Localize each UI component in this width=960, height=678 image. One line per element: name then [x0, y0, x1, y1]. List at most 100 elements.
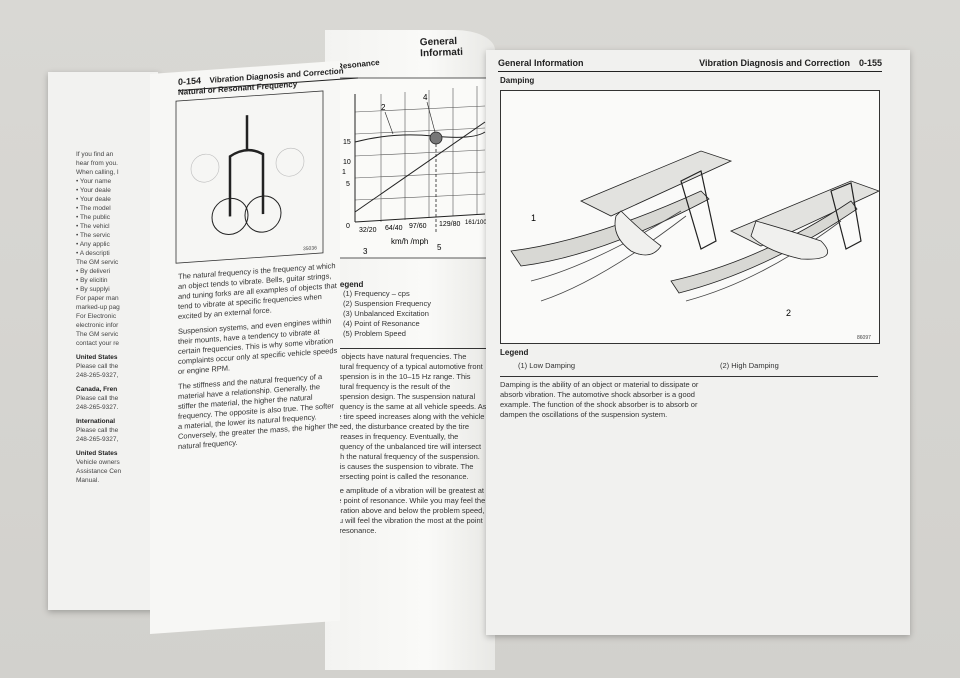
- back-page-line: • Your deale: [76, 187, 111, 194]
- back-page-section-title: United States: [76, 450, 118, 457]
- low-damping-clamp: [680, 170, 717, 250]
- back-page-line: electronic infor: [76, 322, 119, 329]
- left-page-number: 0-154: [178, 75, 202, 88]
- back-page-line: 248-265-9327,: [76, 436, 119, 443]
- back-page-line: • By deliveri: [76, 268, 111, 275]
- back-page-line: • Your deale: [76, 196, 111, 203]
- right-legend: Legend (1) Low Damping (2) High Damping: [500, 348, 878, 375]
- back-page-line: • The servic: [76, 232, 110, 239]
- low-damping-hand: [614, 210, 662, 256]
- xtick-label-0: 32/20: [359, 227, 377, 234]
- right-page: General Information Vibration Diagnosis …: [486, 50, 910, 635]
- back-page-line: If you find an: [76, 151, 114, 158]
- damping-callout-2: 2: [786, 308, 791, 318]
- callout-4: 4: [423, 93, 428, 102]
- back-page-line: Assistance Cen: [76, 468, 122, 475]
- grid-h-4: [354, 171, 486, 179]
- left-page: 0-154 Vibration Diagnosis and Correction…: [150, 59, 358, 634]
- damping-figure-id: 86097: [857, 335, 871, 341]
- back-page-section-title: International: [76, 418, 116, 425]
- callout-line-4: [426, 101, 436, 133]
- x-axis: [354, 213, 486, 223]
- curl-legend: Legend (1) Frequency – cps(2) Suspension…: [335, 280, 485, 339]
- high-damping-clamp: [830, 182, 862, 250]
- low-damping-ruler: [510, 190, 710, 267]
- callout-line-2: [384, 111, 394, 135]
- right-header-left: General Information: [498, 58, 584, 68]
- back-page-line: • The model: [76, 205, 111, 212]
- high-damping-ruler: [670, 200, 858, 294]
- back-page-line: • A descripti: [76, 250, 110, 257]
- curl-legend-title: Legend: [335, 280, 364, 289]
- tuning-fork: [228, 115, 265, 217]
- grid-h-5: [354, 193, 486, 201]
- callout-5: 5: [437, 243, 442, 252]
- right-page-number: 0-155: [858, 58, 882, 68]
- xtick-label-1: 64/40: [385, 225, 403, 232]
- ytick-label-1: 10: [343, 159, 351, 166]
- tuning-fork-figure-id: 35036: [303, 245, 317, 252]
- back-page-section-title: Canada, Fren: [76, 386, 118, 393]
- back-page-line: The GM servic: [76, 259, 119, 266]
- back-page-line: The GM servic: [76, 331, 119, 338]
- back-page-line: Please call the: [76, 427, 119, 434]
- ytick-label-2: 5: [346, 181, 350, 188]
- left-paragraph-1: The natural frequency is the frequency a…: [178, 261, 337, 322]
- unbalanced-excitation-line: [354, 121, 486, 213]
- grid-h-2: [354, 127, 486, 135]
- callout-2: 2: [381, 103, 386, 112]
- tuning-fork-figure: 35036: [175, 90, 324, 264]
- damping-figure: 1 2 86097: [500, 90, 881, 344]
- curl-legend-item: (5) Problem Speed: [343, 329, 406, 338]
- back-page-line: • By supplyi: [76, 286, 110, 293]
- callout-1: 1: [342, 169, 346, 176]
- left-paragraph-2: Suspension systems, and even engines wit…: [178, 316, 338, 377]
- xtick-label-2: 97/60: [409, 223, 427, 230]
- curl-legend-item: (2) Suspension Frequency: [343, 299, 431, 308]
- high-damping-hand: [750, 220, 828, 260]
- curl-legend-item: (1) Frequency – cps: [343, 289, 410, 298]
- curl-header-title: General Informati: [419, 36, 464, 60]
- left-paragraph-3: The stiffness and the natural frequency …: [178, 371, 338, 452]
- curl-paragraph-1: All objects have natural frequencies. Th…: [331, 352, 487, 481]
- xtick-label-3: 129/80: [439, 221, 461, 228]
- right-header-right: Vibration Diagnosis and Correction: [699, 58, 850, 68]
- back-page-line: • Any applic: [76, 241, 110, 248]
- right-page-header: General Information Vibration Diagnosis …: [498, 58, 882, 72]
- back-page-line: For Electronic: [76, 313, 117, 320]
- back-page-line: Please call the: [76, 395, 119, 402]
- back-page-line: 248-265-9327,: [76, 372, 119, 379]
- ytick-label-0: 15: [343, 139, 351, 146]
- point-of-resonance-marker: [429, 131, 443, 145]
- back-page-line: Manual.: [76, 477, 100, 484]
- back-page-line: • By elicitin: [76, 277, 108, 284]
- ytick-label-3: 0: [346, 223, 350, 230]
- curl-legend-item: (4) Point of Resonance: [343, 319, 420, 328]
- curl-legend-items: (1) Frequency – cps(2) Suspension Freque…: [335, 289, 485, 339]
- back-page-line: • Your name: [76, 178, 112, 185]
- curl-legend-item: (3) Unbalanced Excitation: [343, 309, 429, 318]
- back-page-line: contact your re: [76, 340, 119, 347]
- right-legend-title: Legend: [500, 348, 529, 357]
- curl-body-text: All objects have natural frequencies. Th…: [331, 352, 489, 536]
- xtick-label-4: 161/100: [465, 220, 487, 226]
- legend-item-high-damping: (2) High Damping: [720, 361, 779, 370]
- x-axis-label: km/h /mph: [391, 237, 428, 246]
- back-page-line: hear from you.: [76, 160, 118, 167]
- curling-page: General Informati Resonance 15 10 5 0 32…: [325, 30, 495, 670]
- legend-item-low-damping: (1) Low Damping: [518, 361, 576, 370]
- low-damping-bench: [580, 150, 733, 217]
- callout-3: 3: [363, 247, 368, 256]
- back-page-line: Vehicle owners: [76, 459, 120, 466]
- curl-page-header: General Informati: [419, 35, 496, 60]
- left-body-text: The natural frequency is the frequency a…: [178, 261, 338, 452]
- back-page-section-title: United States: [76, 354, 118, 361]
- back-page-line: • The public: [76, 214, 110, 221]
- grid-h-1: [354, 105, 486, 113]
- back-page-line: • The vehicl: [76, 223, 110, 230]
- damping-figure-art: 1 2 86097: [510, 150, 881, 341]
- resonance-chart: 15 10 5 0 32/20 64/40 97/60 129/80 161/1…: [334, 77, 488, 259]
- damping-paragraph: Damping is the ability of an object or m…: [500, 380, 699, 419]
